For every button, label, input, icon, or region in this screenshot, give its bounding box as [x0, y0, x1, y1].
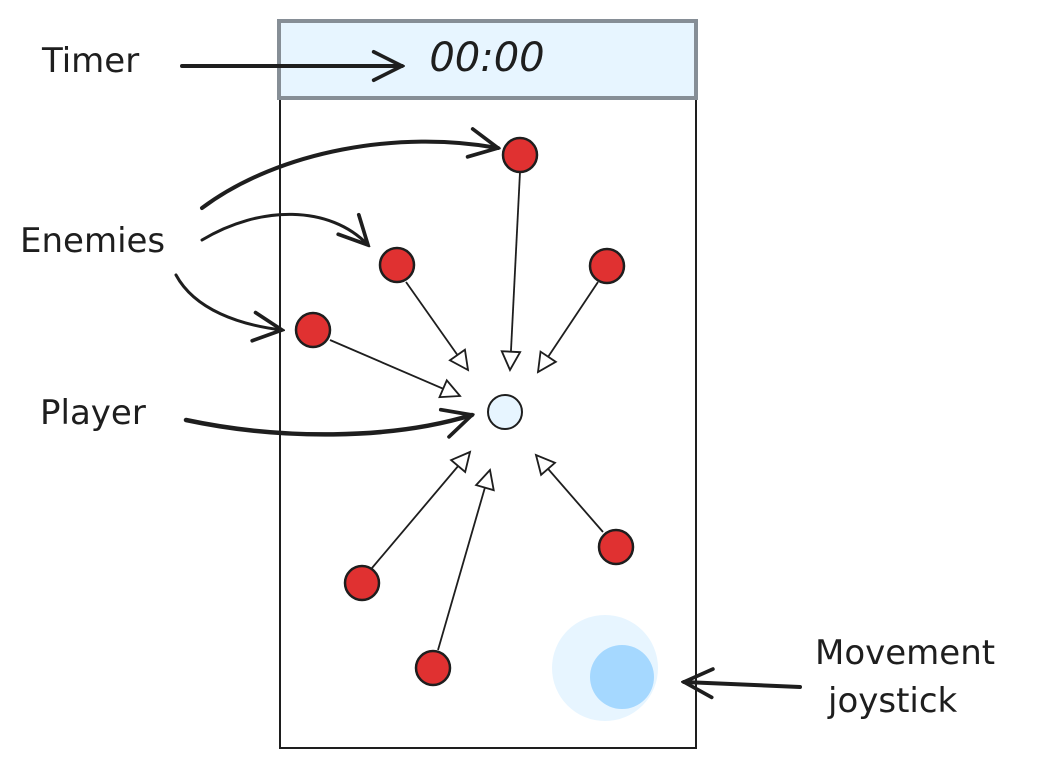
- enemy-movement-arrows: [329, 171, 604, 651]
- enemy: [414, 649, 452, 687]
- enemy: [597, 528, 635, 566]
- enemies-pointer-arrow: [174, 273, 282, 330]
- enemies: [294, 136, 635, 687]
- enemy-arrow: [510, 171, 520, 370]
- label-enemies: Enemies: [20, 221, 165, 261]
- label-timer: Timer: [41, 41, 139, 81]
- joystick-knob[interactable]: [590, 645, 654, 709]
- joystick-pointer-arrow: [684, 682, 802, 687]
- enemy: [588, 247, 626, 285]
- enemy-arrow: [371, 452, 470, 569]
- timer-bar: [277, 19, 698, 100]
- label-joystick-line1: Movement: [815, 633, 995, 673]
- enemy-arrow: [329, 339, 460, 396]
- player: [487, 394, 523, 430]
- enemy-arrow: [437, 470, 490, 651]
- enemies-pointer-arrow: [200, 214, 368, 245]
- enemy-arrow: [536, 455, 604, 533]
- label-joystick-line2: joystick: [827, 681, 958, 721]
- label-player: Player: [40, 393, 146, 433]
- timer-value: 00:00: [429, 35, 544, 81]
- player-pointer-arrow: [183, 415, 472, 434]
- enemy: [294, 311, 332, 349]
- enemy: [501, 136, 539, 174]
- enemies-pointer-arrow: [200, 142, 498, 210]
- enemy-arrow: [538, 281, 599, 372]
- enemy: [343, 564, 381, 602]
- enemy-arrow: [405, 281, 468, 370]
- annotation-arrows: [174, 66, 802, 687]
- enemy: [378, 246, 416, 284]
